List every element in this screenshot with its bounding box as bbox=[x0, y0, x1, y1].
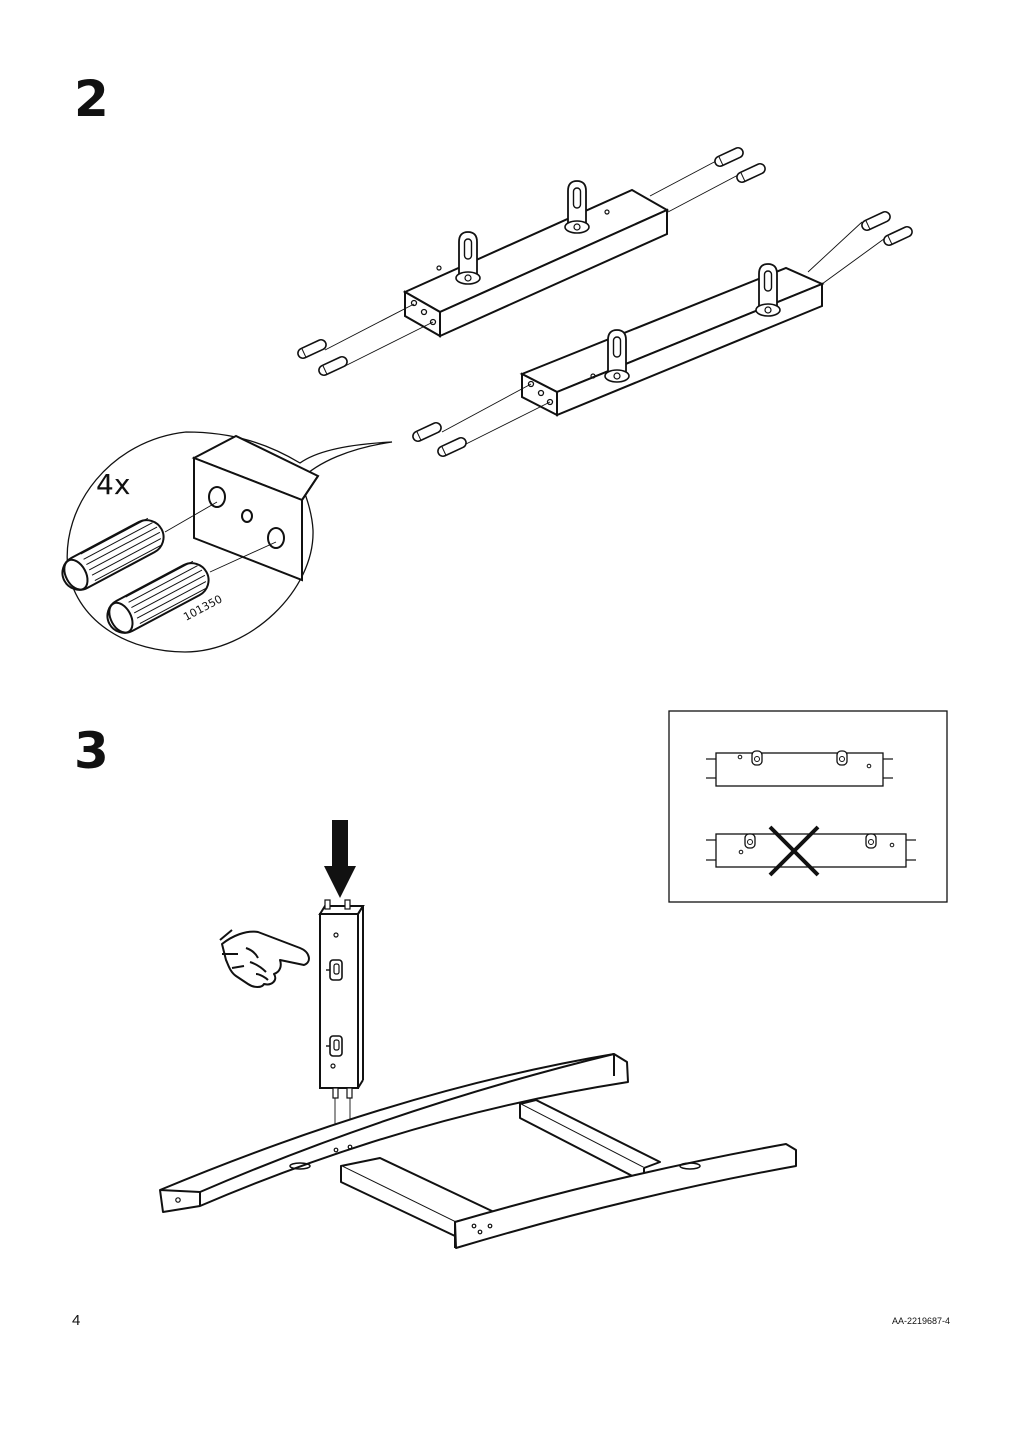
bracket-icon bbox=[755, 263, 781, 317]
bracket-icon bbox=[744, 833, 756, 849]
dowel-icon bbox=[859, 209, 893, 233]
bracket-icon bbox=[564, 180, 590, 234]
dowel-icon bbox=[295, 337, 329, 361]
dowel-icon bbox=[410, 420, 444, 444]
upper-rail bbox=[402, 180, 670, 338]
page-number: 4 bbox=[72, 1312, 81, 1329]
bracket-icon bbox=[751, 750, 763, 766]
document-code: AA-2219687-4 bbox=[891, 1316, 950, 1326]
bracket-icon bbox=[326, 1035, 343, 1057]
orientation-inset bbox=[668, 710, 948, 903]
dowel-icon bbox=[881, 224, 915, 248]
bracket-icon bbox=[836, 750, 848, 766]
incorrect-rail-view bbox=[706, 833, 916, 868]
dowel-guide-lines bbox=[324, 159, 889, 447]
pointing-hand-icon bbox=[219, 929, 310, 988]
down-arrow-icon bbox=[324, 820, 356, 898]
callout-quantity: 4x bbox=[96, 468, 130, 501]
step-2-rails bbox=[295, 145, 915, 459]
base-frame bbox=[159, 1053, 797, 1249]
vertical-rail bbox=[318, 899, 365, 1148]
dowel-detail-callout: 4x 101350 bbox=[55, 431, 393, 653]
bracket-icon bbox=[326, 959, 343, 981]
incorrect-x-icon bbox=[768, 825, 820, 877]
dowel-icon bbox=[435, 435, 469, 459]
correct-rail-view bbox=[706, 750, 893, 787]
dowel-icon bbox=[712, 145, 746, 169]
step-3-number: 3 bbox=[74, 722, 109, 780]
dowel-icon bbox=[734, 161, 768, 185]
step-2-number: 2 bbox=[74, 70, 109, 128]
dowel-icon bbox=[316, 354, 350, 378]
bracket-icon bbox=[455, 231, 481, 285]
bracket-icon bbox=[604, 329, 630, 383]
bracket-icon bbox=[865, 833, 877, 849]
lower-rail bbox=[519, 263, 825, 417]
